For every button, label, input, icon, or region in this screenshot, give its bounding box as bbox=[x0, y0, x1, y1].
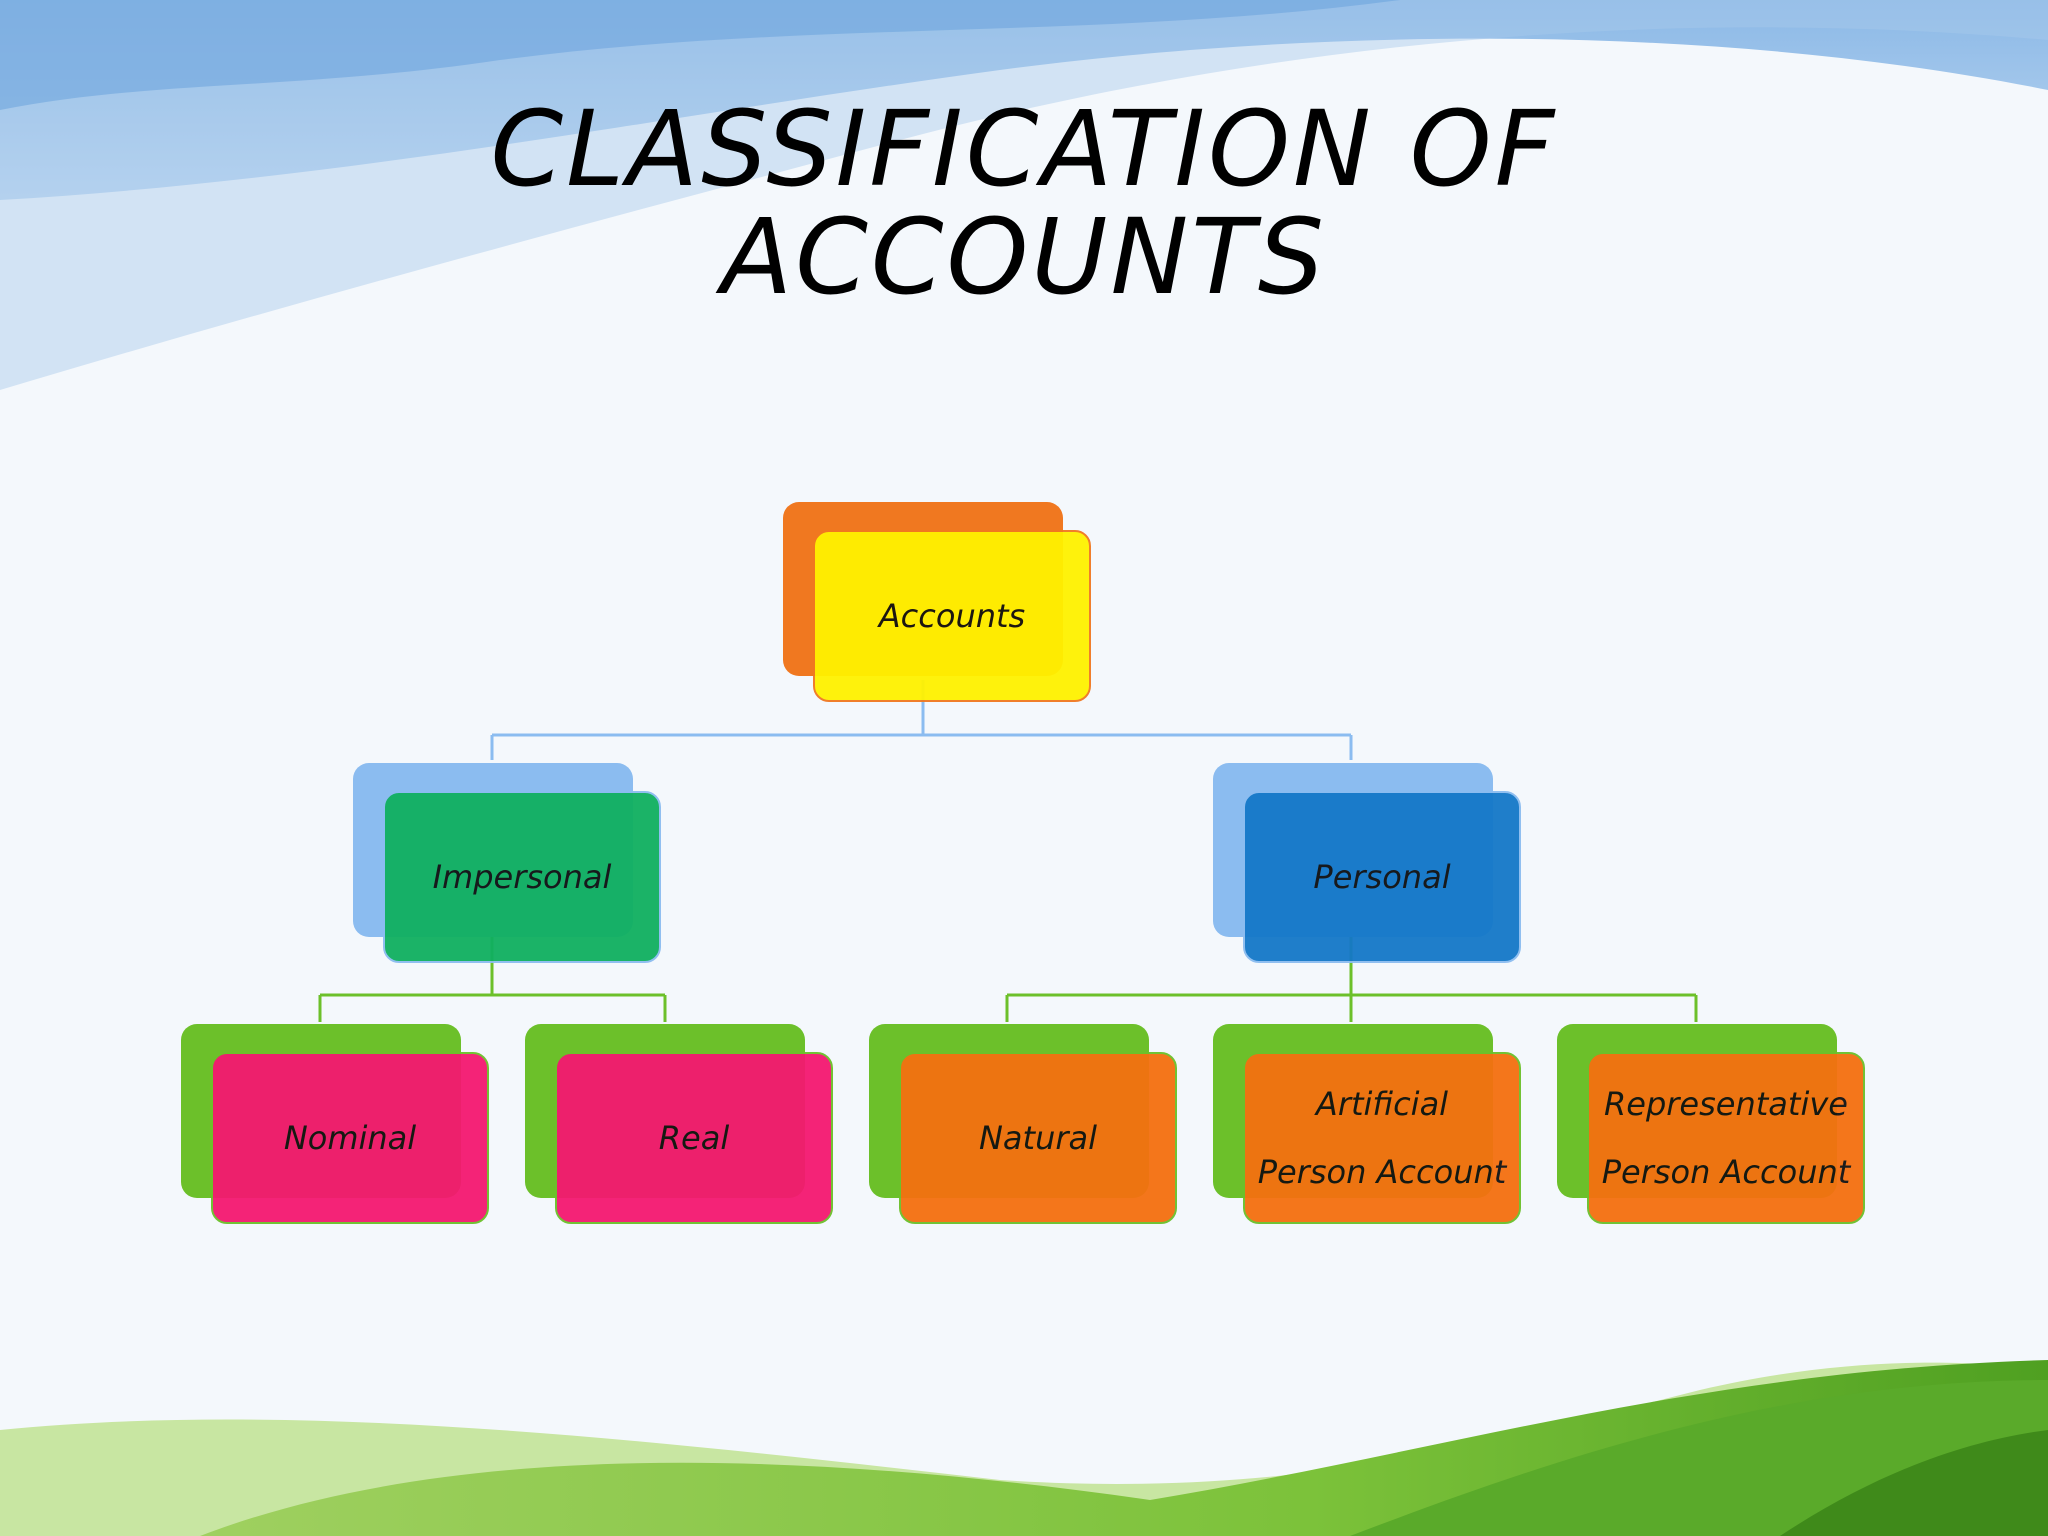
node-accounts-label: Accounts bbox=[878, 597, 1026, 635]
node-real-label: Real bbox=[658, 1119, 730, 1157]
node-impersonal-label: Impersonal bbox=[432, 858, 612, 896]
node-nominal-label: Nominal bbox=[283, 1119, 417, 1157]
node-impersonal-box: Impersonal bbox=[383, 791, 661, 963]
node-accounts: Accounts bbox=[783, 502, 1095, 702]
node-representative-box: Representative Person Account bbox=[1587, 1052, 1865, 1224]
connector-accounts bbox=[490, 680, 1353, 760]
title-line-1: CLASSIFICATION OF bbox=[490, 88, 1558, 210]
node-natural: Natural bbox=[869, 1024, 1181, 1224]
title-line-2: ACCOUNTS bbox=[721, 196, 1327, 318]
node-representative: Representative Person Account bbox=[1557, 1024, 1869, 1224]
node-artificial-box: Artificial Person Account bbox=[1243, 1052, 1521, 1224]
node-natural-label: Natural bbox=[978, 1119, 1098, 1157]
node-impersonal: Impersonal bbox=[353, 763, 665, 963]
node-representative-label-line2: Person Account bbox=[1601, 1153, 1851, 1191]
node-natural-box: Natural bbox=[899, 1052, 1177, 1224]
connector-impersonal bbox=[318, 936, 667, 1022]
node-real-box: Real bbox=[555, 1052, 833, 1224]
node-artificial: Artificial Person Account bbox=[1213, 1024, 1525, 1224]
node-real: Real bbox=[525, 1024, 837, 1224]
connector-personal bbox=[1005, 936, 1698, 1022]
node-representative-label-line1: Representative bbox=[1604, 1085, 1848, 1123]
node-nominal-box: Nominal bbox=[211, 1052, 489, 1224]
node-personal: Personal bbox=[1213, 763, 1525, 963]
node-artificial-label-line1: Artificial bbox=[1315, 1085, 1449, 1123]
slide-title: CLASSIFICATION OF ACCOUNTS bbox=[0, 95, 2048, 311]
node-nominal: Nominal bbox=[181, 1024, 493, 1224]
node-personal-label: Personal bbox=[1313, 858, 1451, 896]
node-artificial-label-line2: Person Account bbox=[1257, 1153, 1507, 1191]
node-accounts-box: Accounts bbox=[813, 530, 1091, 702]
node-personal-box: Personal bbox=[1243, 791, 1521, 963]
